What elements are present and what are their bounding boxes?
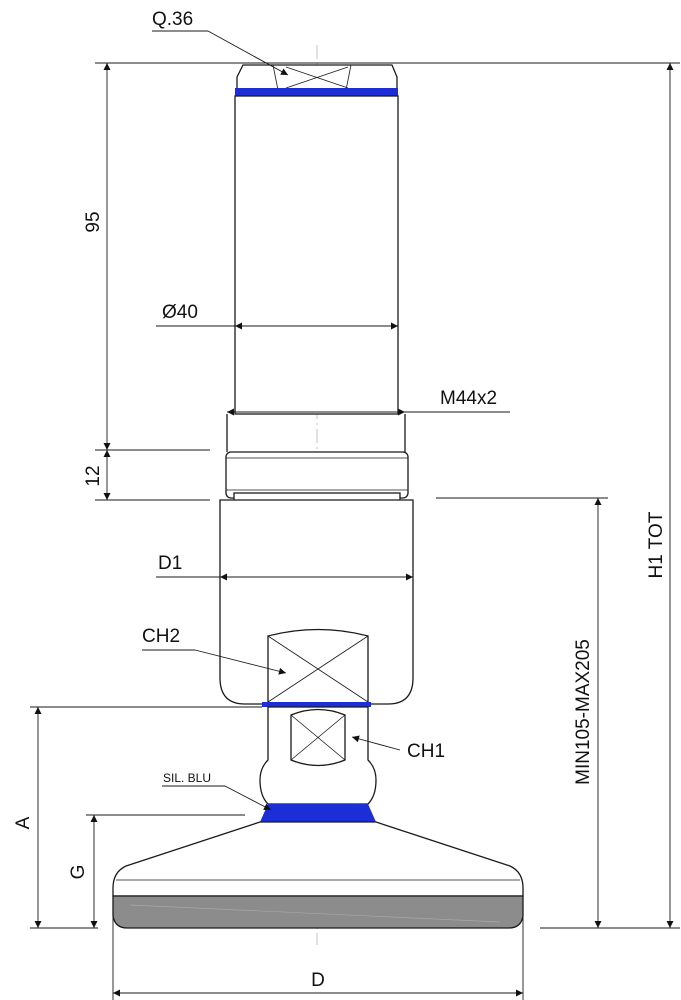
d1-label: D1 (158, 553, 182, 574)
ball-neck (259, 706, 377, 805)
q36-label: Q.36 (152, 9, 193, 30)
ch1-leader (351, 735, 401, 751)
top-seal-blue (235, 88, 398, 96)
threaded-stem (234, 95, 399, 415)
dim-95-label: 95 (83, 211, 104, 232)
rubber-pad (112, 895, 524, 929)
ch1-label: CH1 (407, 741, 445, 762)
ch2-label: CH2 (142, 626, 180, 647)
dim-12-label: 12 (83, 465, 104, 486)
min-max-label: MIN105-MAX205 (573, 639, 594, 785)
mid-seal-blue (262, 702, 371, 707)
ch2-flats (267, 628, 369, 705)
q36-leader (207, 30, 289, 76)
m44x2-label: M44x2 (440, 388, 497, 409)
dim-d-label: D (311, 970, 325, 991)
sil-blu-leader (224, 785, 272, 811)
hex-head (236, 64, 398, 91)
base-plate (112, 821, 524, 929)
sil-blu-ring (260, 804, 376, 822)
dim-g-label: G (68, 865, 89, 880)
dia40-label: Ø40 (162, 302, 198, 323)
dim-a-label: A (13, 816, 34, 829)
thread-nut (225, 414, 409, 502)
sil-blu-label: SIL. BLU (163, 771, 211, 785)
h1-tot-label: H1 TOT (646, 511, 667, 578)
ch2-leader (194, 649, 287, 675)
